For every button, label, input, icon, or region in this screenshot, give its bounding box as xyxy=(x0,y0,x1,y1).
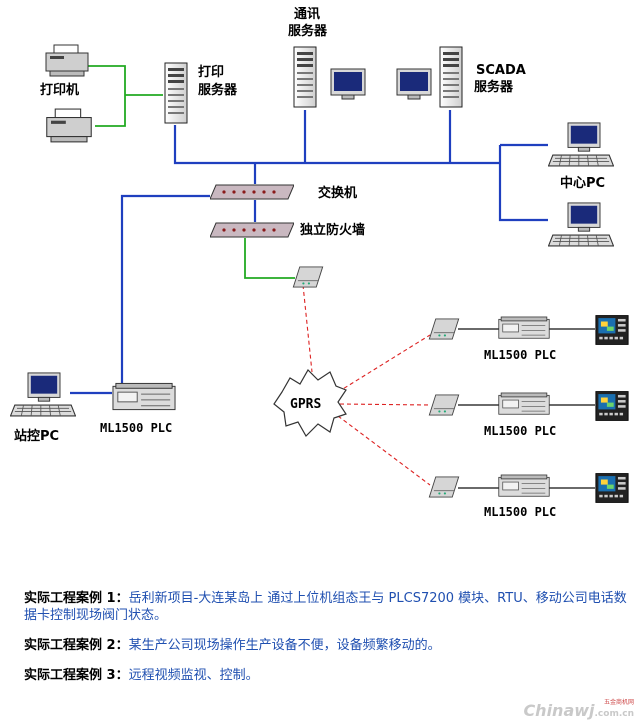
gprs-cloud-icon xyxy=(273,369,347,437)
switch-icon xyxy=(210,184,294,200)
case-item-3: 实际工程案例 3：远程视频监视、控制。 xyxy=(24,667,636,684)
scada-monitor-icon xyxy=(396,68,432,100)
center-pc-2-monitor-icon xyxy=(567,202,601,232)
case-text: 远程视频监视、控制。 xyxy=(128,668,259,683)
comm-server-icon xyxy=(293,46,317,108)
station-pc-label: 站控PC xyxy=(14,429,60,444)
watermark-brand: Chinawj xyxy=(523,701,595,720)
printer-icon xyxy=(46,108,92,143)
lan-links xyxy=(70,110,548,395)
case-list: 实际工程案例 1：岳利新项目-大连某岛上 通过上位机组态王与 PLCS7200 … xyxy=(24,590,636,697)
printer-icon xyxy=(45,44,89,77)
case-title: 实际工程案例 3： xyxy=(24,668,129,683)
comm-server-label-2: 服务器 xyxy=(288,24,328,39)
printer-links xyxy=(88,65,295,279)
remote-hmi-3-icon xyxy=(595,473,629,503)
switch-label: 交换机 xyxy=(318,186,358,201)
gprs-label: GPRS xyxy=(290,397,322,412)
print-server-label-2: 服务器 xyxy=(198,83,238,98)
gprs-links xyxy=(302,284,431,486)
firewall-icon xyxy=(210,222,294,238)
center-pc-keyboard-icon xyxy=(548,154,614,167)
watermark-sub: 五金商机网 xyxy=(603,699,634,706)
plc-main-label: ML1500 PLC xyxy=(100,421,173,435)
plc-main-icon xyxy=(112,382,176,411)
printer-label: 打印机 xyxy=(40,83,80,98)
scada-server-icon xyxy=(439,46,463,108)
print-server-icon xyxy=(164,62,188,124)
case-text: 某生产公司现场操作生产设备不便，设备频繁移动的。 xyxy=(128,638,441,653)
center-pc-2-keyboard-icon xyxy=(548,234,614,247)
plc-remote-2-label: ML1500 PLC xyxy=(484,424,557,438)
central-modem-icon xyxy=(292,266,324,288)
scada-server-label-2: 服务器 xyxy=(474,80,514,95)
watermark-logo: Chinawj.com.cn xyxy=(523,701,634,720)
center-pc-monitor-icon xyxy=(567,122,601,152)
case-item-2: 实际工程案例 2：某生产公司现场操作生产设备不便，设备频繁移动的。 xyxy=(24,637,636,654)
network-diagram xyxy=(10,44,629,503)
remote-hmi-1-icon xyxy=(595,315,629,345)
scada-server-label-1: SCADA xyxy=(476,63,526,78)
watermark-domain: .com.cn xyxy=(594,709,634,719)
remote-plc-1-icon xyxy=(498,316,550,339)
remote-hmi-2-icon xyxy=(595,391,629,421)
comm-monitor-icon xyxy=(330,68,366,100)
case-title: 实际工程案例 1： xyxy=(24,591,129,606)
remote-modem-3-icon xyxy=(428,476,460,498)
plc-remote-1-label: ML1500 PLC xyxy=(484,348,557,362)
print-server-label-1: 打印 xyxy=(198,65,225,80)
remote-plc-2-icon xyxy=(498,392,550,415)
remote-links xyxy=(458,328,595,489)
remote-modem-2-icon xyxy=(428,394,460,416)
plc-remote-3-label: ML1500 PLC xyxy=(484,505,557,519)
firewall-label: 独立防火墙 xyxy=(300,223,366,238)
case-text: 岳利新项目-大连某岛上 通过上位机组态王与 PLCS7200 模块、RTU、移动… xyxy=(24,591,627,623)
remote-plc-3-icon xyxy=(498,474,550,497)
case-title: 实际工程案例 2： xyxy=(24,638,129,653)
center-pc-label: 中心PC xyxy=(560,176,606,191)
case-item-1: 实际工程案例 1：岳利新项目-大连某岛上 通过上位机组态王与 PLCS7200 … xyxy=(24,590,636,624)
comm-server-label-1: 通讯 xyxy=(294,7,321,22)
station-pc-monitor-icon xyxy=(27,372,61,402)
remote-modem-1-icon xyxy=(428,318,460,340)
station-pc-keyboard-icon xyxy=(10,404,76,417)
